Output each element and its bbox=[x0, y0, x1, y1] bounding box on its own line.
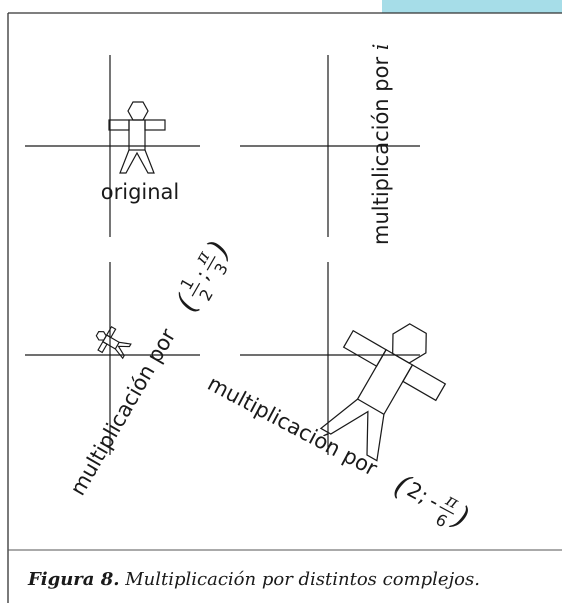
top-accent-tab bbox=[382, 0, 562, 13]
torso bbox=[128, 119, 146, 151]
left-arm bbox=[97, 340, 108, 354]
right-arm bbox=[144, 119, 166, 131]
label-mult-i: multiplicación por i bbox=[369, 43, 393, 245]
label-q3-frac1-num: 1 bbox=[176, 275, 198, 293]
head bbox=[392, 323, 427, 364]
label-q3-frac1-bar bbox=[191, 282, 201, 297]
label-q3-frac1-den: 2 bbox=[195, 286, 217, 304]
label-q4-frac-bar bbox=[439, 506, 455, 515]
stick-figure-small-rotated bbox=[95, 325, 132, 360]
torso bbox=[356, 348, 414, 416]
label-mult-i-text: multiplicación por bbox=[369, 50, 393, 245]
panel-mult-half-pi3 bbox=[25, 262, 200, 455]
panel-mult-2-minus-pi6 bbox=[240, 262, 447, 462]
legs bbox=[319, 398, 385, 462]
head bbox=[95, 331, 107, 341]
panel-mult-i bbox=[240, 55, 420, 237]
legs bbox=[119, 149, 155, 174]
legs bbox=[114, 341, 132, 360]
left-arm bbox=[342, 329, 387, 368]
label-original: original bbox=[101, 180, 180, 204]
caption-label: Figura 8. bbox=[27, 569, 120, 590]
panel-original bbox=[25, 55, 200, 237]
stick-figure-large-rotated bbox=[319, 323, 447, 462]
label-q3-frac2-bar bbox=[206, 256, 216, 271]
label-mult-2-minus-pi6: multiplicación por ( 2; - π 6 ) bbox=[204, 371, 475, 535]
head bbox=[127, 101, 149, 121]
figure-caption: Figura 8. Multiplicación por distintos c… bbox=[27, 569, 480, 590]
label-mult-i-var: i bbox=[369, 43, 393, 50]
stick-figure-original bbox=[108, 101, 166, 174]
right-arm bbox=[402, 364, 447, 402]
label-q3-text: multiplicación por bbox=[66, 324, 181, 499]
label-q4-text: multiplicación por bbox=[204, 371, 382, 481]
right-arm bbox=[105, 325, 117, 339]
label-mult-half-pi3: multiplicación por ( 1 2 ; π 3 ) bbox=[66, 235, 237, 499]
torso bbox=[102, 334, 120, 350]
left-arm bbox=[108, 119, 130, 131]
caption-text: Multiplicación por distintos complejos. bbox=[120, 569, 480, 590]
